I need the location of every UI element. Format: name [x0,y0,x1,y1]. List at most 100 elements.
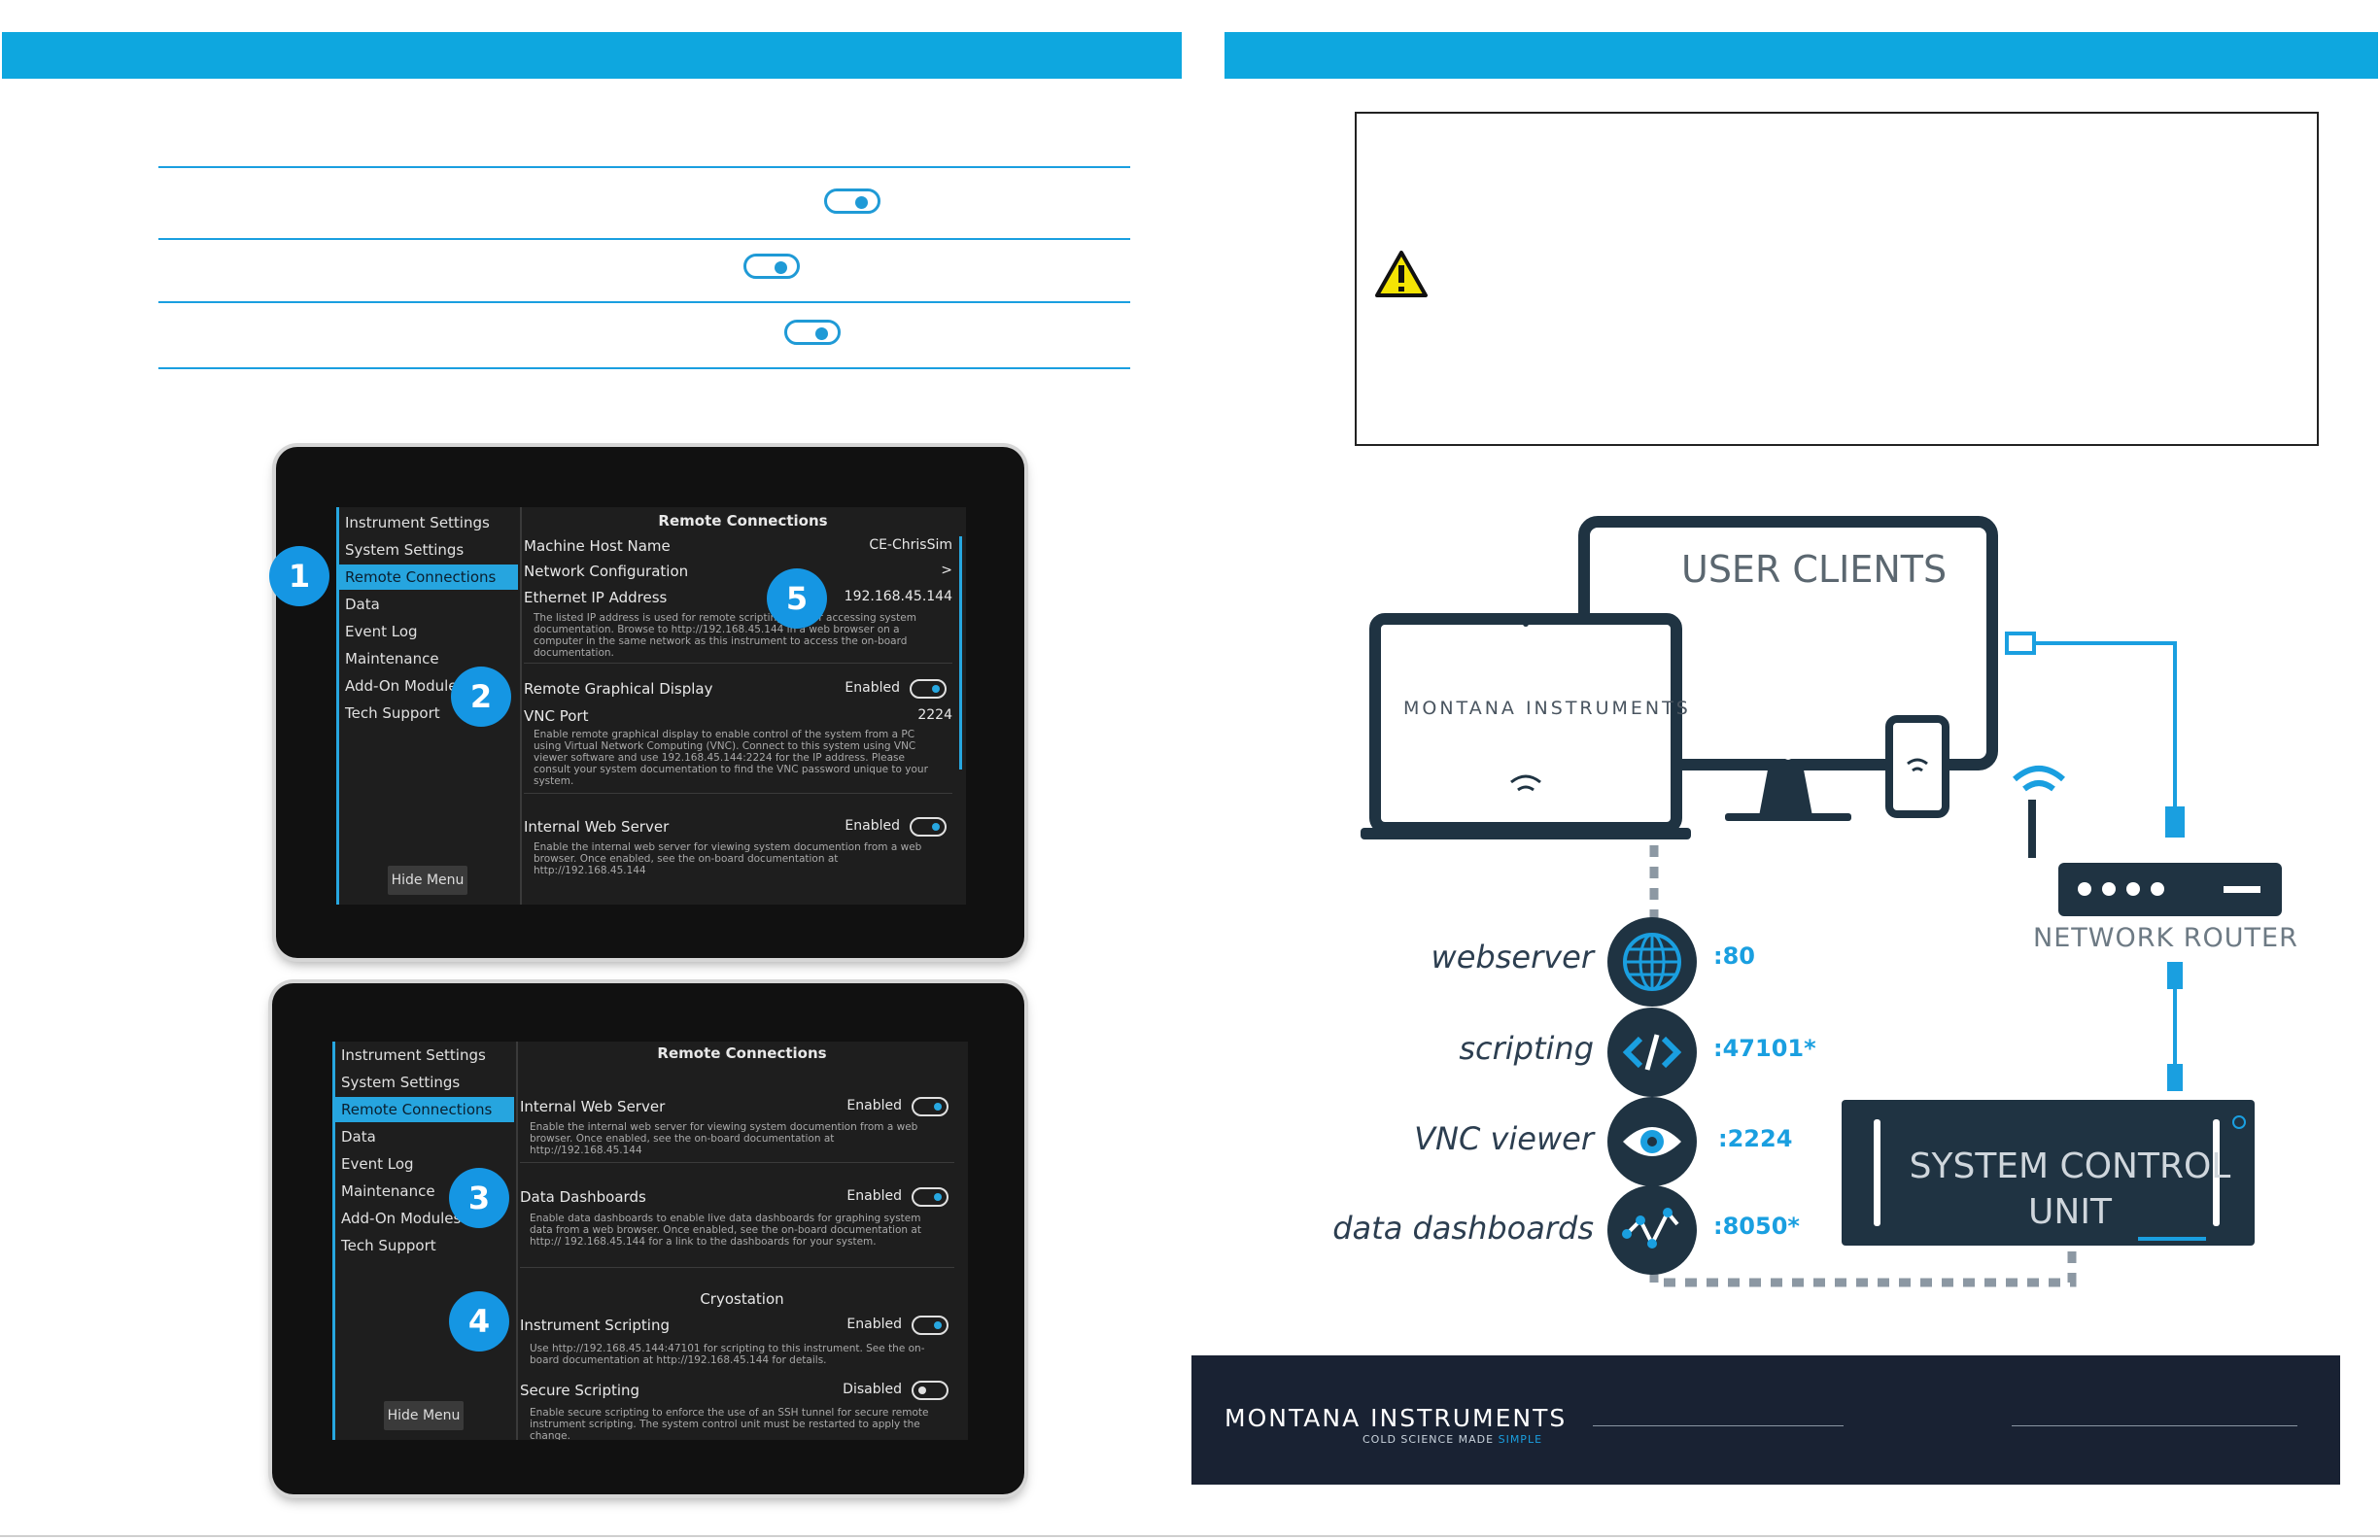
toggle-icon [824,188,880,214]
sidebar: Instrument Settings System Settings Remo… [332,1042,518,1440]
hide-menu-button[interactable]: Hide Menu [384,1401,464,1430]
data-dashboards-description: Enable data dashboards to enable live da… [530,1213,921,1248]
eye-icon [1607,1097,1697,1186]
system-control-unit-label: SYSTEM CONTROL [1909,1146,2231,1186]
divider [524,793,952,794]
divider [158,166,1130,168]
hide-menu-button[interactable]: Hide Menu [388,866,467,895]
port-webserver: :80 [1713,942,1755,970]
toggle-icon [743,254,800,279]
code-icon [1607,1008,1697,1097]
sidebar-item-data[interactable]: Data [345,596,380,613]
instrument-scripting-toggle[interactable] [912,1316,949,1335]
sidebar-item-remote-connections[interactable]: Remote Connections [339,565,518,590]
header-bar-left [2,32,1182,79]
internal-web-server-label: Internal Web Server [524,818,670,836]
globe-icon [1607,917,1697,1007]
callout-badge-3: 3 [449,1168,509,1228]
port-data-dashboards: :8050* [1713,1213,1800,1240]
sidebar-item-tech-support[interactable]: Tech Support [341,1237,436,1254]
sidebar-item-system-settings[interactable]: System Settings [341,1074,461,1091]
footer-banner: MONTANA INSTRUMENTS COLD SCIENCE MADE SI… [1191,1355,2340,1485]
port-vnc: :2224 [1718,1125,1793,1152]
remote-graphical-display-label: Remote Graphical Display [524,680,713,698]
remote-connections-panel: Remote Connections Internal Web Server E… [516,1042,968,1440]
secure-scripting-label: Secure Scripting [520,1382,640,1399]
callout-badge-4: 4 [449,1291,509,1352]
network-diagram [1361,516,2282,1287]
callout-badge-5: 5 [767,568,827,629]
vnc-port-value[interactable]: 2224 [917,707,952,723]
sidebar-item-event-log[interactable]: Event Log [341,1155,414,1173]
secure-scripting-state: Disabled [843,1382,902,1397]
data-dashboards-state: Enabled [846,1188,902,1204]
service-label-vnc-viewer: VNC viewer [1414,1120,1594,1157]
divider [520,1162,954,1163]
callout-badge-2: 2 [451,667,511,727]
sidebar-item-add-on-modules[interactable]: Add-On Modules [345,677,466,695]
panel-title: Remote Connections [658,512,828,530]
footer-tagline: COLD SCIENCE MADE SIMPLE [1362,1433,1543,1446]
data-dashboards-toggle[interactable] [912,1187,949,1207]
host-name-value: CE-ChrisSim [869,537,952,553]
laptop-logo: MONTANA INSTRUMENTS [1403,698,1691,719]
header-bar-right [1224,32,2378,79]
sidebar-item-maintenance[interactable]: Maintenance [341,1182,435,1200]
sidebar: Instrument Settings System Settings Remo… [336,507,522,905]
footer-line [1593,1425,1844,1426]
ip-address-value: 192.168.45.144 [844,589,952,604]
sidebar-item-add-on-modules[interactable]: Add-On Modules [341,1210,462,1227]
internal-web-server-state: Enabled [846,1098,902,1113]
footer-brand-logo: MONTANA INSTRUMENTS [1224,1404,1568,1432]
divider [524,663,952,664]
network-router-label: NETWORK ROUTER [2033,923,2298,953]
remote-graphical-display-state: Enabled [845,680,900,696]
instrument-scripting-label: Instrument Scripting [520,1317,670,1334]
divider [520,1267,954,1268]
sidebar-item-event-log[interactable]: Event Log [345,623,418,640]
instrument-scripting-state: Enabled [846,1317,902,1332]
warning-box [1355,112,2319,446]
footer-line [2012,1425,2297,1426]
service-label-scripting: scripting [1459,1030,1594,1067]
toggle-icon [784,320,841,345]
network-config-label[interactable]: Network Configuration [524,563,689,580]
host-name-label: Machine Host Name [524,537,671,555]
screen: Instrument Settings System Settings Remo… [332,1042,968,1440]
divider [158,238,1130,240]
system-control-unit-label-2: UNIT [2028,1192,2112,1232]
web-server-description: Enable the internal web server for viewi… [530,1121,918,1156]
service-label-data-dashboards: data dashboards [1332,1210,1594,1247]
remote-graphical-display-toggle[interactable] [910,679,947,699]
data-dashboards-label: Data Dashboards [520,1188,646,1206]
chevron-right-icon[interactable]: > [941,563,952,578]
sidebar-item-maintenance[interactable]: Maintenance [345,650,439,667]
sidebar-item-tech-support[interactable]: Tech Support [345,704,440,722]
tablet-bottom: Instrument Settings System Settings Remo… [272,983,1024,1494]
instrument-scripting-description: Use http://192.168.45.144:47101 for scri… [530,1343,925,1366]
divider [158,367,1130,369]
sidebar-item-remote-connections[interactable]: Remote Connections [335,1097,514,1122]
ip-address-label: Ethernet IP Address [524,589,668,606]
divider [158,301,1130,303]
vnc-port-label: VNC Port [524,707,589,725]
internal-web-server-toggle[interactable] [910,817,947,837]
scrollbar[interactable] [959,536,962,770]
sidebar-item-system-settings[interactable]: System Settings [345,541,465,559]
secure-scripting-description: Enable secure scripting to enforce the u… [530,1407,929,1440]
port-scripting: :47101* [1713,1035,1816,1062]
secure-scripting-toggle[interactable] [912,1381,949,1400]
web-server-description: Enable the internal web server for viewi… [534,841,922,876]
sidebar-item-data[interactable]: Data [341,1128,376,1146]
sidebar-item-instrument-settings[interactable]: Instrument Settings [341,1046,486,1064]
service-label-webserver: webserver [1431,939,1594,975]
user-clients-label: USER CLIENTS [1681,548,1948,591]
internal-web-server-toggle[interactable] [912,1097,949,1116]
vnc-description: Enable remote graphical display to enabl… [534,729,928,787]
chart-line-icon [1607,1185,1697,1275]
remote-connections-panel: Remote Connections Machine Host Name CE-… [520,507,966,905]
callout-badge-1: 1 [269,546,329,606]
warning-icon [1375,251,1428,297]
ip-description: The listed IP address is used for remote… [534,612,916,659]
sidebar-item-instrument-settings[interactable]: Instrument Settings [345,514,490,531]
